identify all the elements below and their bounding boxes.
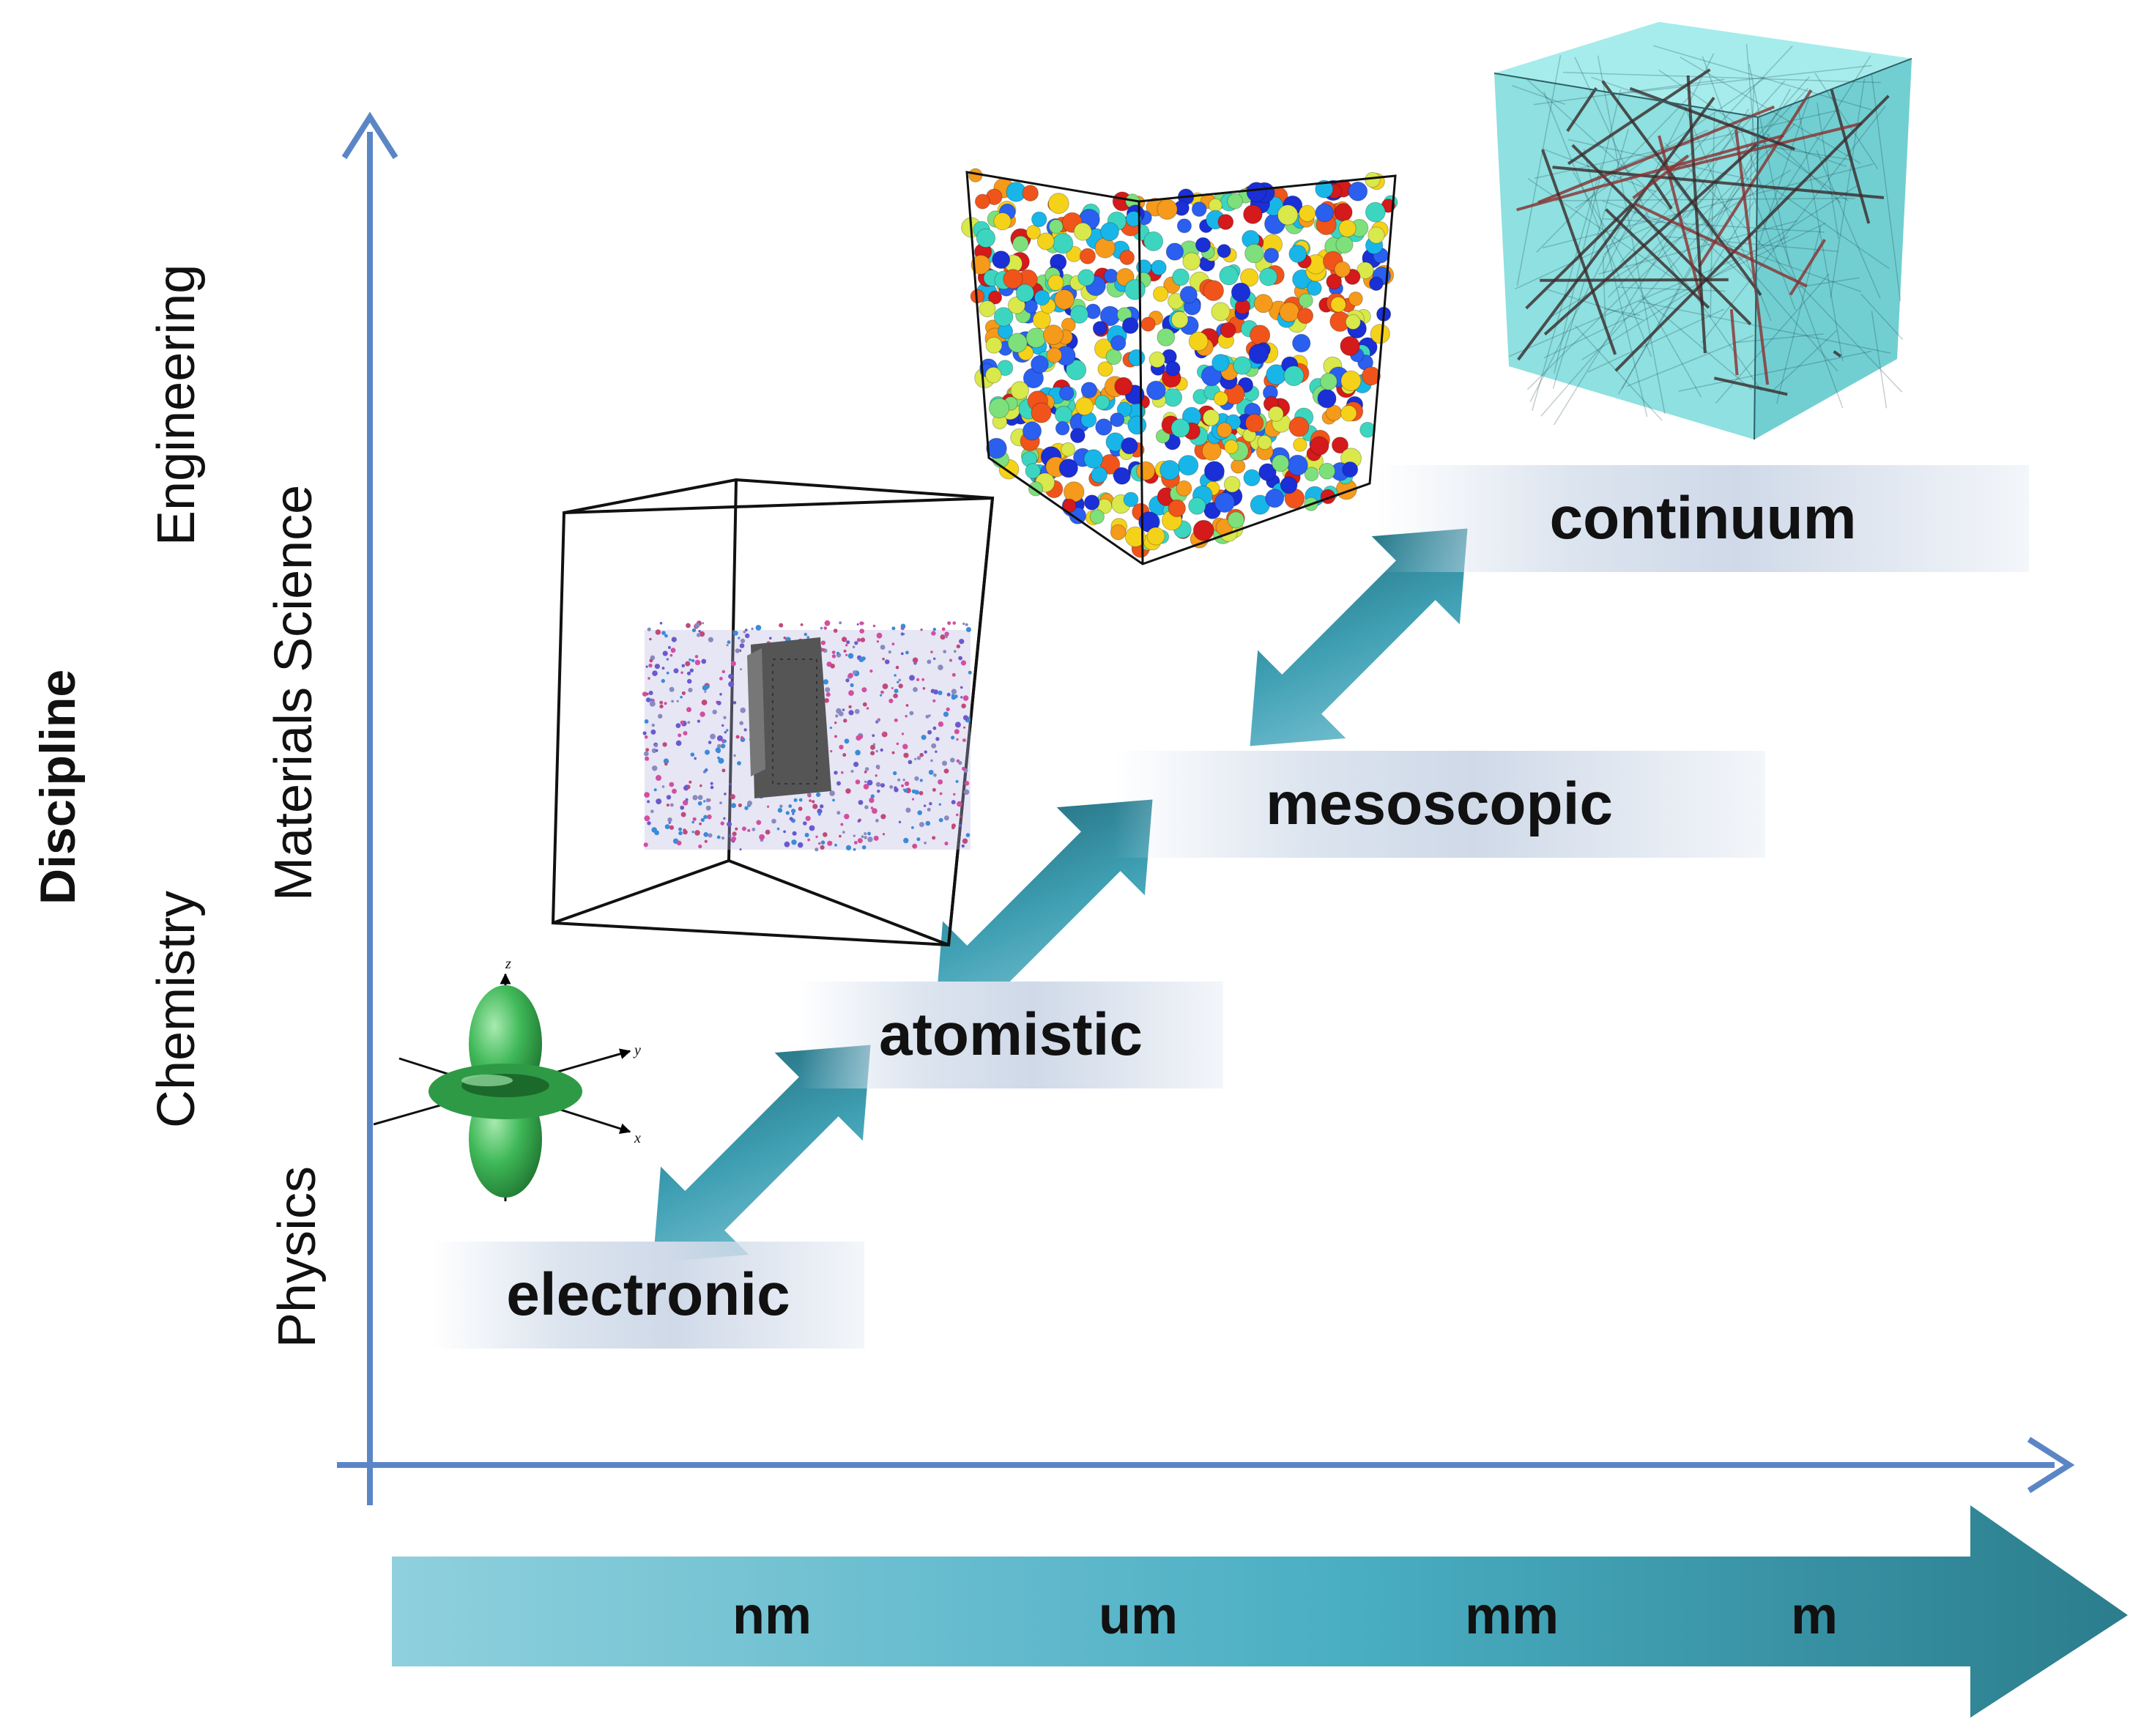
scale-label-mesoscopic: mesoscopic [1113, 751, 1765, 858]
x-axis [337, 1436, 2075, 1494]
scale-label-electronic: electronic [432, 1242, 864, 1349]
discipline-physics: Physics [268, 1165, 327, 1348]
unit-mm: mm [1465, 1587, 1559, 1645]
y-axis-title: Discipline [30, 669, 86, 905]
discipline-chemistry: Chemistry [147, 890, 206, 1128]
mesh-cube-icon [1493, 22, 1912, 440]
particles [961, 168, 1398, 558]
transition-arrow-electronic-atomistic [653, 1045, 871, 1263]
d-orbital-icon: z y x [373, 956, 641, 1201]
discipline-engineering: Engineering [147, 264, 206, 546]
transition-arrow-mesoscopic-continuum [1250, 528, 1468, 746]
mesh-lines [1508, 44, 1904, 426]
discipline-materials-science: Materials Science [264, 484, 323, 901]
particle-cube-icon [961, 168, 1398, 565]
length-scale-arrow [392, 1505, 2128, 1718]
molecular-box-icon [551, 478, 995, 947]
scale-label-atomistic: atomistic [798, 982, 1223, 1088]
y-axis [341, 111, 398, 1505]
svg-text:y: y [633, 1042, 641, 1058]
svg-text:z: z [505, 956, 511, 972]
transition-arrow-atomistic-mesoscopic [935, 799, 1153, 1017]
unit-nm: nm [732, 1587, 812, 1645]
scale-label-continuum: continuum [1377, 465, 2029, 572]
svg-text:x: x [634, 1130, 641, 1146]
unit-m: m [1791, 1587, 1838, 1645]
unit-um: um [1099, 1587, 1178, 1645]
